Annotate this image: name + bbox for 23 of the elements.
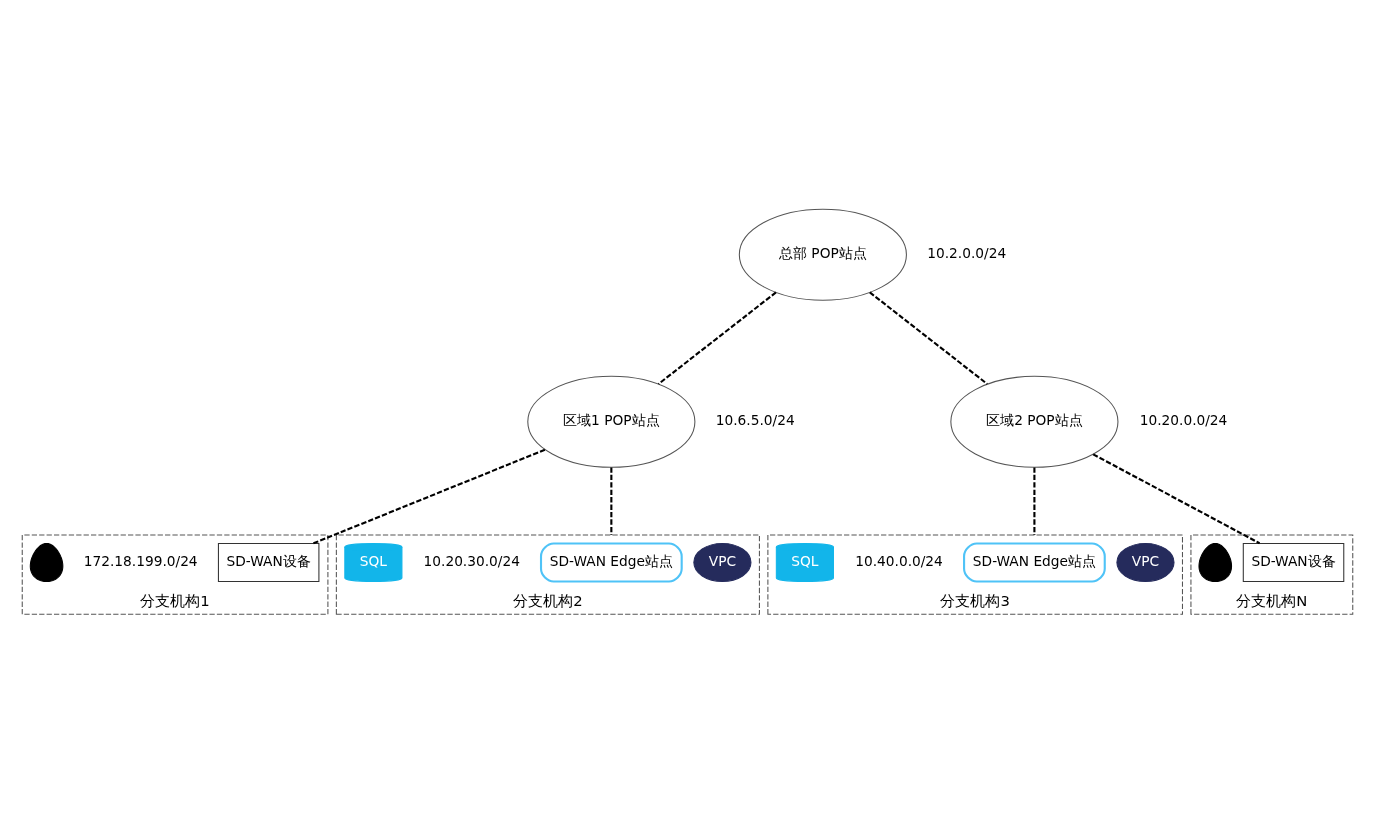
node-label: 10.40.0.0/24 (855, 552, 943, 569)
connector (312, 448, 546, 544)
node-box: SD-WAN Edge站点 (963, 541, 1106, 583)
connector (1033, 467, 1036, 535)
node-label: 10.6.5.0/24 (715, 411, 795, 428)
node-person (1198, 542, 1233, 582)
node-box: SD-WAN Edge站点 (539, 541, 683, 583)
node-label: 10.2.0.0/24 (927, 244, 1007, 261)
node-ellipse: VPC (1116, 542, 1175, 582)
node-box: SD-WAN设备 (217, 542, 320, 582)
connector (869, 291, 988, 385)
node-label: 10.20.0.0/24 (1139, 411, 1228, 428)
node-person (29, 542, 64, 582)
node-box: SD-WAN设备 (1242, 542, 1345, 582)
connector (657, 291, 777, 385)
connector (610, 467, 613, 535)
node-label: 172.18.199.0/24 (83, 552, 198, 569)
node-ellipse: VPC (693, 542, 752, 582)
connector (1092, 452, 1261, 544)
node-ellipse: 总部 POP站点 (738, 208, 907, 301)
node-label: 10.20.30.0/24 (423, 552, 520, 569)
node-ellipse: 区域1 POP站点 (527, 375, 696, 468)
node-ellipse: 区域2 POP站点 (950, 375, 1119, 468)
